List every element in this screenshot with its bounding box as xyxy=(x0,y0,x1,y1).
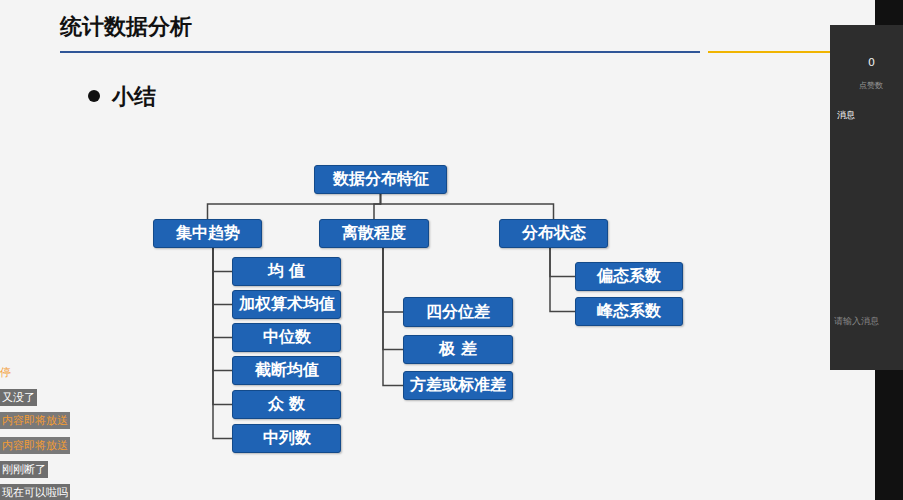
node-text: 分布状态 xyxy=(522,223,586,244)
node-text: 离散程度 xyxy=(342,223,406,244)
node-text: 集中趋势 xyxy=(176,223,240,244)
item-box: 均 值 xyxy=(232,257,341,286)
tree-connector xyxy=(550,248,575,312)
panel-text: 0 xyxy=(868,56,875,69)
node-text: 数据分布特征 xyxy=(333,169,429,190)
node-text: 截断均值 xyxy=(255,360,319,381)
tree-connector xyxy=(208,194,381,219)
node-text: 均 值 xyxy=(268,261,306,282)
tree-connector xyxy=(213,248,232,439)
item-box: 极 差 xyxy=(403,335,513,364)
node-text: 众 数 xyxy=(268,394,306,415)
chat-message: 内容即将放送 xyxy=(0,412,70,429)
tree-connector xyxy=(381,194,554,219)
category-box: 分布状态 xyxy=(499,219,608,248)
item-box: 众 数 xyxy=(232,390,341,419)
item-box: 四分位差 xyxy=(403,297,513,327)
panel-text: 点赞数 xyxy=(859,80,883,91)
chat-message: 现在可以啦吗 xyxy=(0,484,70,500)
chat-message: 刚刚断了 xyxy=(0,461,48,478)
root-box: 数据分布特征 xyxy=(314,165,447,194)
node-text: 峰态系数 xyxy=(597,301,661,322)
node-text: 中位数 xyxy=(263,327,311,348)
tree-connector xyxy=(383,248,403,312)
category-box: 离散程度 xyxy=(319,219,429,248)
item-box: 截断均值 xyxy=(232,356,341,385)
tree-connector xyxy=(213,248,232,405)
title-rule xyxy=(60,51,700,53)
tree-connector xyxy=(213,248,232,305)
item-box: 中列数 xyxy=(232,424,341,453)
item-box: 加权算术均值 xyxy=(232,290,341,319)
item-box: 峰态系数 xyxy=(575,297,683,326)
chat-message: 停 xyxy=(0,365,11,380)
slide-title: 统计数据分析 xyxy=(60,12,192,42)
item-box: 中位数 xyxy=(232,323,341,352)
tree-connector xyxy=(213,248,232,371)
bullet-dot xyxy=(88,90,100,102)
node-text: 四分位差 xyxy=(426,302,490,323)
tree-connector xyxy=(213,248,232,272)
node-text: 极 差 xyxy=(439,339,477,360)
tree-connector xyxy=(383,248,403,386)
item-box: 方差或标准差 xyxy=(403,371,513,400)
chat-message: 又没了 xyxy=(0,389,37,406)
item-box: 偏态系数 xyxy=(575,262,683,291)
chat-message: 内容即将放送 xyxy=(0,437,70,454)
node-text: 加权算术均值 xyxy=(239,294,335,315)
panel-text: 消息 xyxy=(837,109,855,122)
tree-connector xyxy=(374,194,381,219)
tree-connector xyxy=(550,248,575,277)
node-text: 中列数 xyxy=(263,428,311,449)
panel-text: 请输入消息 xyxy=(834,315,879,328)
tree-connector xyxy=(213,248,232,338)
node-text: 方差或标准差 xyxy=(410,375,506,396)
category-box: 集中趋势 xyxy=(153,219,262,248)
section-heading: 小结 xyxy=(112,82,156,112)
tree-connector xyxy=(383,248,403,350)
node-text: 偏态系数 xyxy=(597,266,661,287)
